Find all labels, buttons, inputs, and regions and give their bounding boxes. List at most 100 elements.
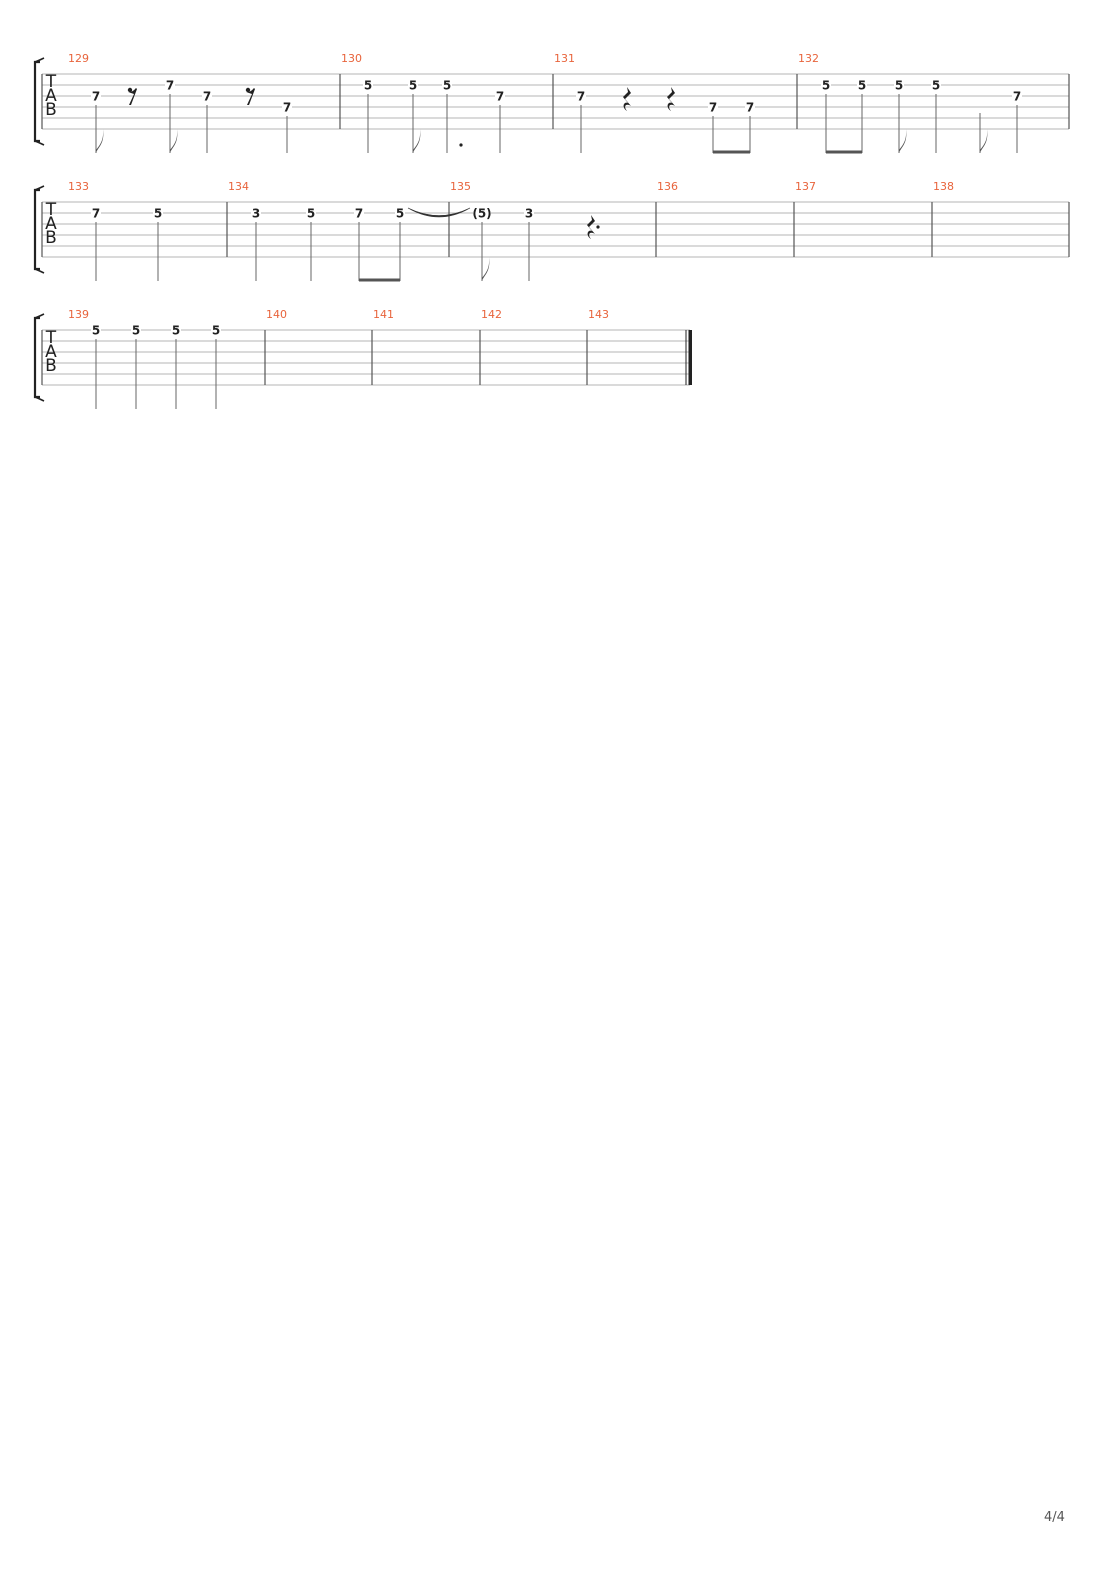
- fret-number: 5: [154, 207, 162, 221]
- fret-number: 5: [396, 207, 404, 221]
- eighth-rest-dot: [245, 87, 251, 93]
- measure-number: 131: [554, 52, 575, 65]
- fret-background: [395, 207, 405, 219]
- duration-dot: [459, 143, 463, 147]
- fret-number: 7: [1013, 90, 1021, 104]
- measure-number: 130: [341, 52, 362, 65]
- tie: [407, 207, 471, 218]
- fret-background: [202, 90, 212, 102]
- measure-number: 142: [481, 308, 502, 321]
- bracket-hook-top: [34, 57, 45, 63]
- beam: [826, 150, 862, 154]
- fret-number: 5: [822, 79, 830, 93]
- system-bracket: [33, 60, 40, 143]
- fret-number: 7: [166, 79, 174, 93]
- flag: [980, 129, 988, 153]
- beam: [713, 150, 750, 154]
- fret-number: (5): [472, 207, 491, 221]
- fret-number: 5: [307, 207, 315, 221]
- tab-clef-letter: T: [45, 72, 57, 92]
- fret-background: [153, 207, 163, 219]
- fret-background: [473, 207, 491, 219]
- fret-number: 7: [92, 90, 100, 104]
- fret-number: 5: [364, 79, 372, 93]
- quarter-rest: [623, 87, 631, 111]
- system-bracket: [33, 316, 40, 399]
- bracket-hook-bottom: [34, 140, 45, 146]
- fret-number: 7: [92, 207, 100, 221]
- measure-number: 135: [450, 180, 471, 193]
- page-number: 4/4: [1044, 1510, 1065, 1525]
- measure-number: 137: [795, 180, 816, 193]
- fret-number: 3: [252, 207, 260, 221]
- eighth-rest: [128, 88, 137, 105]
- tab-clef-letter: B: [45, 228, 57, 248]
- bracket-hook-bottom: [34, 396, 45, 402]
- fret-number: 5: [172, 324, 180, 338]
- flag: [482, 257, 490, 281]
- rest-dot: [596, 225, 600, 229]
- fret-number: 7: [496, 90, 504, 104]
- fret-background: [442, 79, 452, 91]
- measure-number: 134: [228, 180, 249, 193]
- fret-number: 7: [355, 207, 363, 221]
- fret-number: 5: [92, 324, 100, 338]
- measure-number: 132: [798, 52, 819, 65]
- fret-background: [857, 79, 867, 91]
- measure-number: 143: [588, 308, 609, 321]
- fret-background: [524, 207, 534, 219]
- tab-clef-letter: B: [45, 100, 57, 120]
- fret-number: 5: [858, 79, 866, 93]
- measure-number: 136: [657, 180, 678, 193]
- flag: [413, 129, 421, 153]
- fret-number: 5: [212, 324, 220, 338]
- tab-clef-letter: A: [45, 342, 57, 362]
- quarter-rest: [667, 87, 675, 111]
- measure-number: 133: [68, 180, 89, 193]
- measure-number: 138: [933, 180, 954, 193]
- fret-background: [745, 101, 755, 113]
- fret-background: [131, 324, 141, 336]
- fret-number: 5: [932, 79, 940, 93]
- fret-number: 7: [709, 101, 717, 115]
- tab-clef-letter: B: [45, 356, 57, 376]
- fret-number: 7: [577, 90, 585, 104]
- fret-background: [211, 324, 221, 336]
- beam: [359, 278, 400, 282]
- eighth-rest-dot: [127, 87, 133, 93]
- measure-number: 139: [68, 308, 89, 321]
- tab-clef-letter: T: [45, 200, 57, 220]
- fret-background: [91, 90, 101, 102]
- fret-background: [894, 79, 904, 91]
- fret-background: [354, 207, 364, 219]
- fret-background: [708, 101, 718, 113]
- fret-background: [165, 79, 175, 91]
- fret-number: 5: [443, 79, 451, 93]
- fret-number: 7: [203, 90, 211, 104]
- bracket-hook-top: [34, 185, 45, 191]
- measure-number: 129: [68, 52, 89, 65]
- tab-clef-letter: A: [45, 214, 57, 234]
- measure-number: 140: [266, 308, 287, 321]
- fret-background: [931, 79, 941, 91]
- fret-number: 5: [895, 79, 903, 93]
- fret-background: [821, 79, 831, 91]
- fret-number: 7: [746, 101, 754, 115]
- fret-number: 3: [525, 207, 533, 221]
- fret-background: [306, 207, 316, 219]
- tab-clef-letter: T: [45, 328, 57, 348]
- bracket-hook-bottom: [34, 268, 45, 274]
- fret-background: [171, 324, 181, 336]
- staff-system: TAB 133 7 5 134 3 5 7 5 135 (5) 3 136 137 138: [33, 180, 1070, 282]
- fret-number: 7: [283, 101, 291, 115]
- flag: [96, 129, 104, 153]
- bracket-hook-top: [34, 313, 45, 319]
- fret-background: [495, 90, 505, 102]
- tab-clef-letter: A: [45, 86, 57, 106]
- final-barline: [688, 330, 692, 385]
- fret-number: 5: [409, 79, 417, 93]
- fret-background: [251, 207, 261, 219]
- staff-system: TAB 129 7 7 7 7 130 5 5 5 7 131 7 7 7 132 5 5 5 5 7: [33, 52, 1070, 154]
- fret-number: 5: [132, 324, 140, 338]
